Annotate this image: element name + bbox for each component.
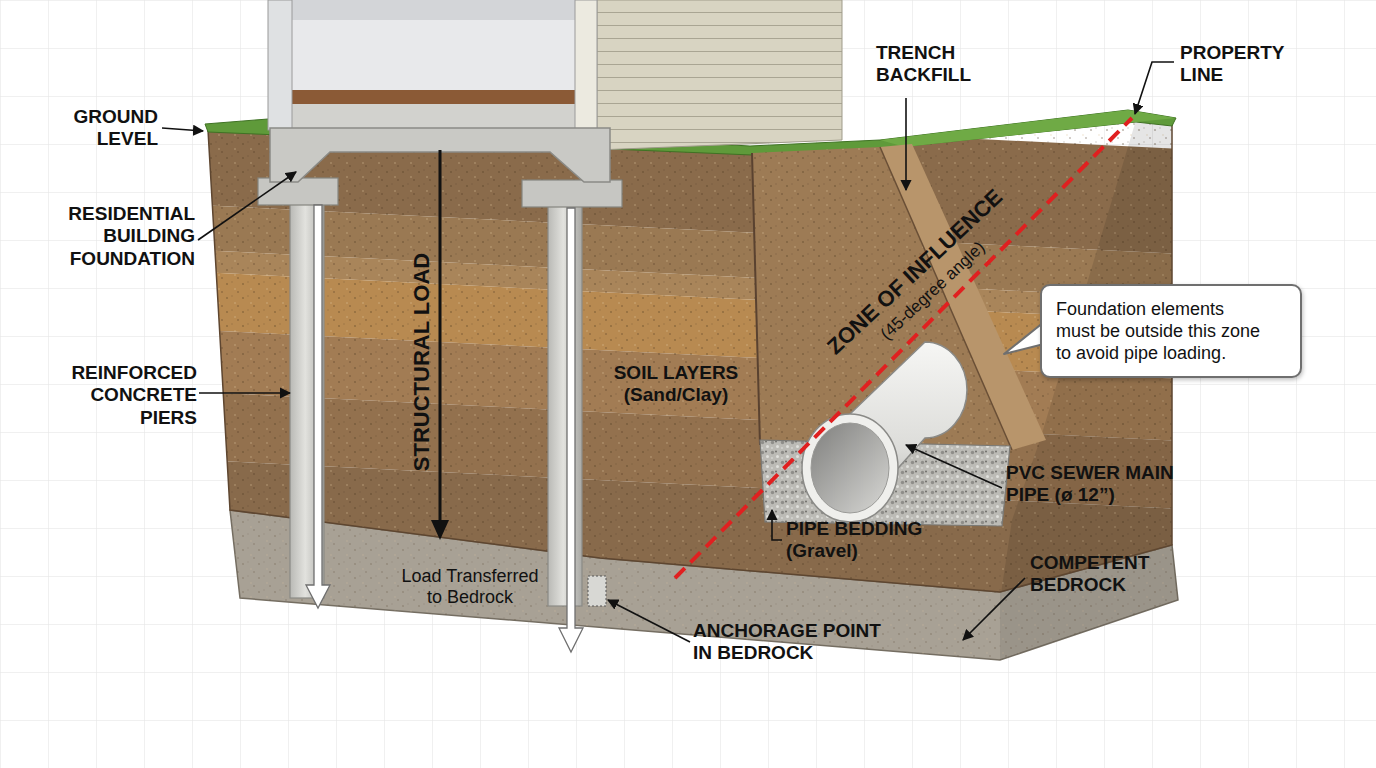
anchorage-point <box>588 576 606 606</box>
grass-top-face <box>880 110 1176 147</box>
floor-slab <box>292 104 578 130</box>
load-arrow <box>559 208 583 652</box>
building-siding <box>597 0 842 150</box>
leader-line <box>772 510 782 540</box>
concrete-pier <box>548 206 582 606</box>
pipe-opening <box>811 423 889 513</box>
leader-line <box>905 98 907 190</box>
zone-label: ZONE OF INFLUENCE <box>822 184 1008 360</box>
load-note: Load Transferred to Bedrock <box>395 566 545 608</box>
building-wall <box>268 0 292 130</box>
pipe-rim <box>802 414 898 522</box>
leader-line <box>906 445 1002 488</box>
building-floor <box>292 90 578 104</box>
anchorage-label: ANCHORAGE POINT IN BEDROCK <box>693 620 891 665</box>
structural-load-arrow <box>439 150 442 522</box>
load-arrow <box>306 205 330 608</box>
soil-outline <box>208 120 1172 592</box>
leader-line <box>608 600 690 642</box>
property-line-label: PROPERTY LINE <box>1180 42 1310 87</box>
callout-box: Foundation elements must be outside this… <box>1040 284 1302 378</box>
ground-label: GROUND LEVEL <box>62 106 158 151</box>
load-label: STRUCTURAL LOAD <box>409 253 435 471</box>
trench-wall-edge <box>752 153 760 445</box>
leader-line <box>963 578 1025 640</box>
pier-cap <box>522 180 622 207</box>
bedrock-label: COMPETENT BEDROCK <box>1030 552 1170 597</box>
leader-line <box>1135 62 1174 114</box>
backfill-label: TRENCH BACKFILL <box>876 42 996 87</box>
soil-texture-fill <box>200 100 1180 620</box>
structural-load-arrowhead <box>431 520 449 540</box>
soil-label: SOIL LAYERS (Sand/Clay) <box>605 362 747 407</box>
bedding-label: PIPE BEDDING (Gravel) <box>786 518 928 563</box>
pipe-label: PVC SEWER MAIN PIPE (ø 12”) <box>1006 462 1174 507</box>
leader-line <box>199 392 290 394</box>
leader-lines <box>162 62 1174 642</box>
building-interior-shade <box>292 0 578 20</box>
callout-text: Foundation elements must be outside this… <box>1056 299 1266 365</box>
callout-pointer <box>1004 322 1044 354</box>
foundation-label: RESIDENTIAL BUILDING FOUNDATION <box>45 203 195 270</box>
leader-line <box>198 172 296 240</box>
pier-label: REINFORCED CONCRETE PIERS <box>45 362 197 429</box>
soil-layers <box>200 100 1180 749</box>
building-interior <box>292 0 578 100</box>
leader-line <box>162 128 203 131</box>
